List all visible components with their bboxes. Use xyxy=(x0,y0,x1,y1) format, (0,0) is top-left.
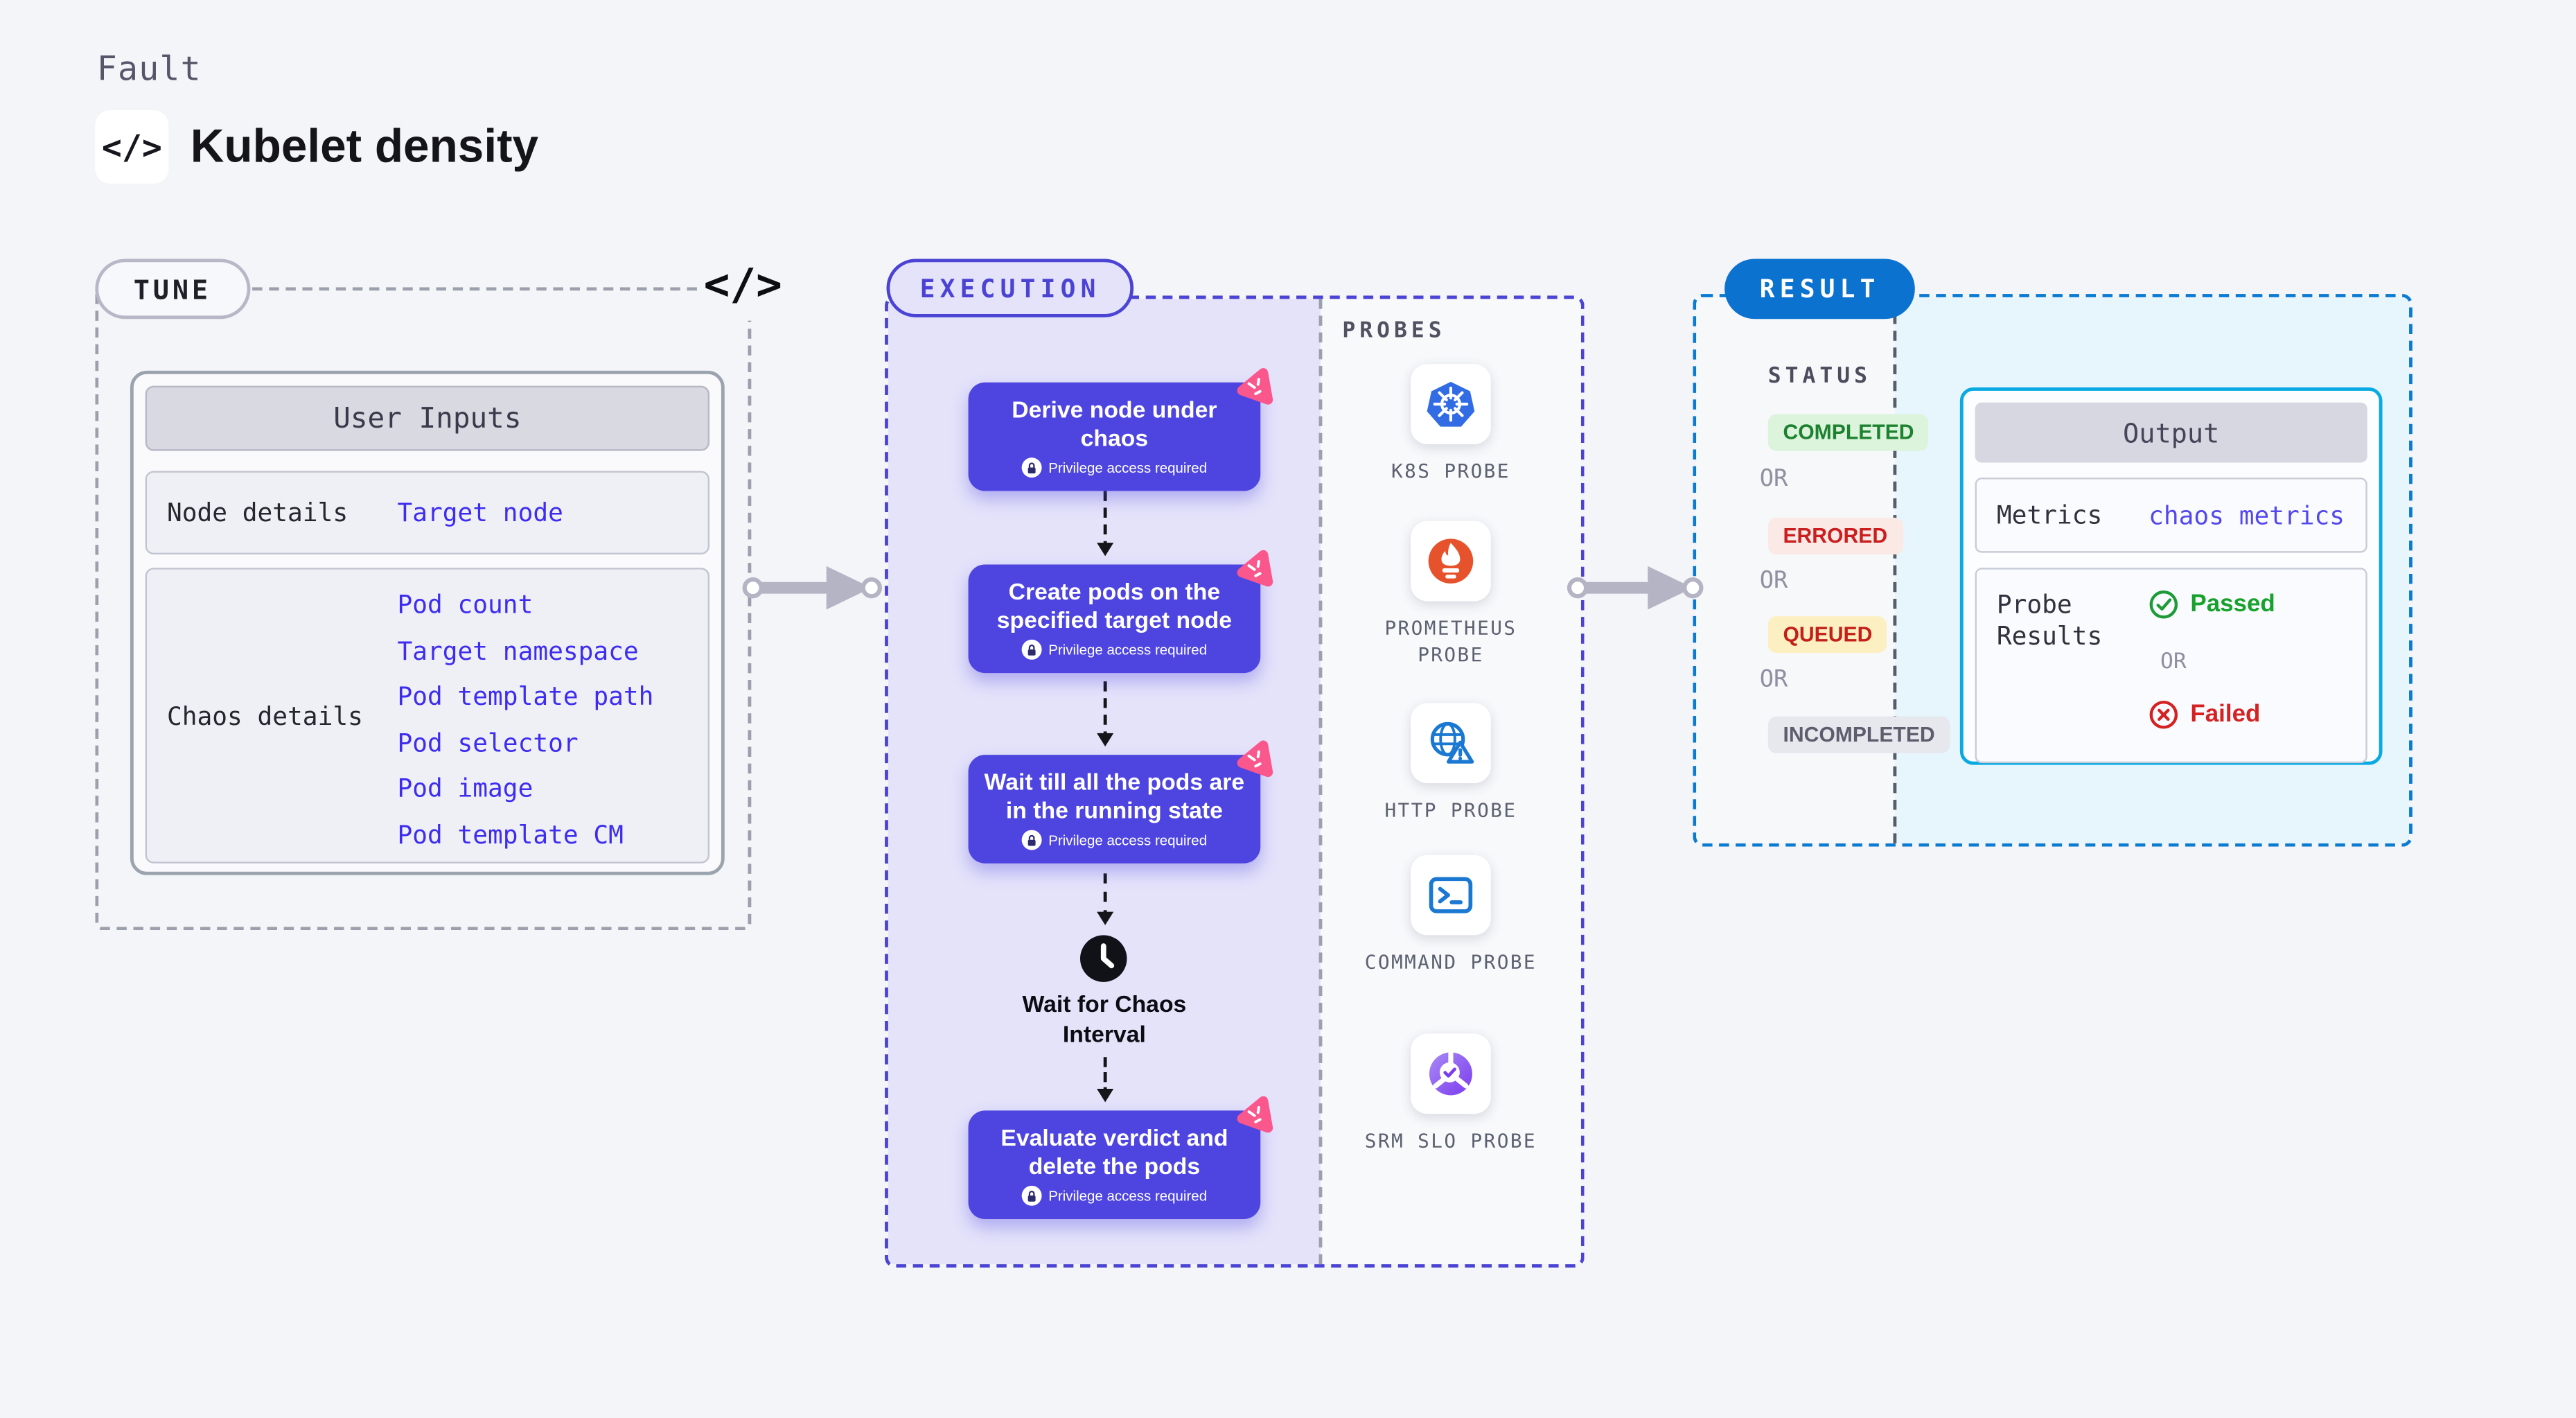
probe-prometheus: PROMETHEUS PROBE xyxy=(1350,520,1551,668)
probe-label: HTTP PROBE xyxy=(1384,798,1517,822)
chaos-details-row: Chaos details Pod count Target namespace… xyxy=(145,568,710,864)
verdict-failed: Failed xyxy=(2149,700,2260,730)
probe-results-row: Probe Results Passed OR Failed xyxy=(1975,568,2367,764)
step-evaluate-verdict: Evaluate verdict and delete the pods Pri… xyxy=(968,1096,1273,1220)
status-badge-completed: COMPLETED xyxy=(1767,414,1930,451)
chaos-experiment-icon xyxy=(1237,368,1273,405)
pod-count-link[interactable]: Pod count xyxy=(397,589,533,620)
pod-selector-link[interactable]: Pod selector xyxy=(397,727,579,758)
user-inputs-title: User Inputs xyxy=(145,385,710,451)
execution-probes-divider xyxy=(1318,299,1323,1265)
tune-badge: TUNE xyxy=(95,259,250,320)
pod-image-link[interactable]: Pod image xyxy=(397,773,533,804)
user-inputs-card: User Inputs Node details Target node Cha… xyxy=(130,370,725,875)
execution-to-result-arrow xyxy=(1567,566,1704,610)
probe-http: HTTP PROBE xyxy=(1350,703,1551,823)
step-title: Derive node under chaos xyxy=(1012,396,1217,450)
step-title: Evaluate verdict and delete the pods xyxy=(1000,1123,1228,1179)
flow-arrow-2 xyxy=(1095,681,1113,747)
or-label: OR xyxy=(1759,568,1788,595)
chaos-experiment-icon xyxy=(1237,740,1273,778)
output-card: Output Metrics chaos metrics Probe Resul… xyxy=(1959,387,2383,765)
lock-icon xyxy=(1021,830,1042,850)
terminal-icon xyxy=(1411,855,1491,936)
pod-template-path-link[interactable]: Pod template path xyxy=(397,681,654,712)
probe-command: COMMAND PROBE xyxy=(1350,855,1551,976)
step-title: Wait till all the pods are in the runnin… xyxy=(984,768,1245,823)
status-badge-errored: ERRORED xyxy=(1767,517,1903,554)
probe-results-label: Probe Results xyxy=(1996,589,2103,651)
lock-icon xyxy=(1021,639,1042,660)
step-title: Create pods on the specified target node xyxy=(996,577,1233,633)
fault-eyebrow: Fault xyxy=(96,48,202,89)
pod-template-cm-link[interactable]: Pod template CM xyxy=(397,819,624,850)
slo-pie-check-icon xyxy=(1411,1033,1491,1114)
code-icon: </> xyxy=(95,110,169,184)
kubernetes-icon xyxy=(1411,364,1491,444)
status-badge-incompleted: INCOMPLETED xyxy=(1767,716,1950,753)
status-heading: STATUS xyxy=(1767,364,1872,389)
flow-arrow-3 xyxy=(1095,873,1113,925)
tune-section xyxy=(95,287,752,931)
clock-icon xyxy=(1080,935,1127,982)
execution-section: Derive node under chaos Privilege access… xyxy=(885,295,1585,1268)
result-section: STATUS COMPLETED OR ERRORED OR QUEUED OR… xyxy=(1693,294,2412,847)
or-label: OR xyxy=(1759,466,1788,493)
privilege-note: Privilege access required xyxy=(983,830,1245,850)
node-details-label: Node details xyxy=(166,498,349,528)
probe-label: COMMAND PROBE xyxy=(1364,950,1537,974)
status-output-divider xyxy=(1893,297,1897,843)
step-derive-node: Derive node under chaos Privilege access… xyxy=(968,368,1273,491)
tune-to-execution-arrow xyxy=(742,566,882,610)
status-badge-queued: QUEUED xyxy=(1767,616,1888,654)
metrics-row: Metrics chaos metrics xyxy=(1975,478,2367,553)
probe-label: K8S PROBE xyxy=(1391,459,1510,483)
step-create-pods: Create pods on the specified target node… xyxy=(968,550,1273,674)
privilege-note: Privilege access required xyxy=(983,457,1245,478)
flow-arrow-1 xyxy=(1095,491,1113,557)
step-wait-running: Wait till all the pods are in the runnin… xyxy=(968,740,1273,864)
metrics-label: Metrics xyxy=(1996,499,2103,529)
tune-code-icon: </> xyxy=(699,250,786,321)
result-badge: RESULT xyxy=(1724,259,1916,320)
prometheus-icon xyxy=(1411,520,1491,602)
privilege-note: Privilege access required xyxy=(983,1185,1245,1206)
check-circle-icon xyxy=(2149,590,2178,619)
privilege-note: Privilege access required xyxy=(983,639,1245,660)
chaos-details-label: Chaos details xyxy=(166,700,363,731)
verdict-passed: Passed xyxy=(2149,590,2275,620)
target-namespace-link[interactable]: Target namespace xyxy=(397,635,639,666)
x-circle-icon xyxy=(2149,701,2178,729)
output-title: Output xyxy=(1975,402,2367,463)
page-title: Kubelet density xyxy=(190,120,539,173)
chaos-experiment-icon xyxy=(1237,550,1273,587)
chaos-experiment-icon xyxy=(1237,1096,1273,1133)
lock-icon xyxy=(1021,1185,1042,1206)
chaos-metrics-link[interactable]: chaos metrics xyxy=(2149,500,2345,531)
probe-k8s: K8S PROBE xyxy=(1350,364,1551,484)
probe-srm-slo: SRM SLO PROBE xyxy=(1350,1033,1551,1155)
execution-badge: EXECUTION xyxy=(886,259,1134,317)
probes-heading: PROBES xyxy=(1342,319,1446,344)
target-node-link[interactable]: Target node xyxy=(397,498,563,528)
lock-icon xyxy=(1021,457,1042,478)
wait-for-chaos-label: Wait for Chaos Interval xyxy=(1022,990,1187,1047)
probe-label: PROMETHEUS PROBE xyxy=(1384,616,1517,667)
flow-arrow-4 xyxy=(1095,1057,1113,1103)
node-details-row: Node details Target node xyxy=(145,471,710,554)
http-globe-warning-icon xyxy=(1411,703,1491,784)
or-label: OR xyxy=(1759,666,1788,693)
or-label: OR xyxy=(2160,649,2187,675)
probe-label: SRM SLO PROBE xyxy=(1364,1128,1537,1153)
